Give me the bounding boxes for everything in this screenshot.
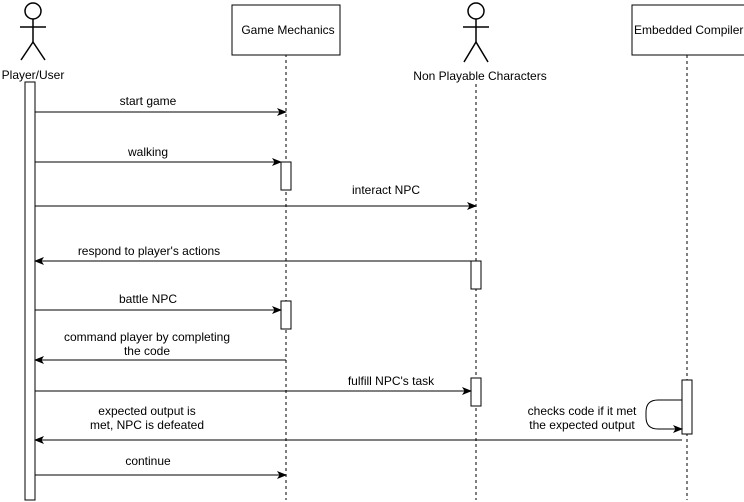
compiler-activation-bar bbox=[681, 379, 693, 435]
message-interact-npc[interactable]: interact NPC bbox=[35, 183, 477, 210]
message-npc-defeated[interactable]: expected output is met, NPC is defeated bbox=[34, 404, 682, 444]
player-actor[interactable]: Player/User bbox=[2, 2, 65, 82]
message-start-game[interactable]: start game bbox=[35, 94, 287, 116]
actor-icon bbox=[20, 2, 46, 61]
message-walking[interactable]: walking bbox=[35, 145, 282, 166]
message-battle-npc[interactable]: battle NPC bbox=[35, 292, 282, 314]
actor-icon bbox=[463, 2, 489, 63]
message-label: respond to player's actions bbox=[78, 244, 220, 258]
npc-activation-bar bbox=[470, 260, 482, 290]
game-mechanics-participant[interactable]: Game Mechanics bbox=[231, 4, 341, 56]
message-label: continue bbox=[125, 454, 171, 468]
player-activation-bar bbox=[24, 81, 36, 501]
player-label: Player/User bbox=[2, 68, 65, 82]
embedded-compiler-label: Embedded Compiler bbox=[634, 23, 743, 37]
message-label-line-2: met, NPC is defeated bbox=[90, 418, 204, 432]
message-label: walking bbox=[127, 145, 168, 159]
message-label: battle NPC bbox=[119, 292, 177, 306]
message-self-check-code[interactable]: checks code if it met the expected outpu… bbox=[528, 399, 683, 433]
game-mechanics-label: Game Mechanics bbox=[241, 23, 334, 37]
npc-actor[interactable]: Non Playable Characters bbox=[413, 2, 547, 83]
message-label: start game bbox=[120, 94, 177, 108]
message-label-line-2: the expected output bbox=[529, 418, 635, 432]
message-label-line-1: command player by completing bbox=[64, 330, 230, 344]
embedded-compiler-participant[interactable]: Embedded Compiler bbox=[631, 4, 744, 56]
message-continue[interactable]: continue bbox=[35, 454, 287, 479]
message-label: interact NPC bbox=[352, 183, 420, 197]
self-message-loop bbox=[645, 399, 683, 433]
npc-activation-bar bbox=[470, 377, 482, 407]
message-fulfill-npc-task[interactable]: fulfill NPC's task bbox=[35, 374, 472, 395]
game-activation-bar bbox=[280, 161, 292, 191]
message-respond-to-player[interactable]: respond to player's actions bbox=[34, 244, 471, 265]
message-command-player[interactable]: command player by completing the code bbox=[34, 330, 286, 364]
game-activation-bar bbox=[280, 300, 292, 330]
message-label: fulfill NPC's task bbox=[348, 374, 435, 388]
participant-box bbox=[631, 4, 744, 56]
npc-label: Non Playable Characters bbox=[413, 69, 546, 83]
message-label-line-1: checks code if it met bbox=[528, 404, 637, 418]
message-label-line-1: expected output is bbox=[98, 404, 195, 418]
participant-box bbox=[231, 4, 341, 56]
message-label-line-2: the code bbox=[124, 344, 170, 358]
